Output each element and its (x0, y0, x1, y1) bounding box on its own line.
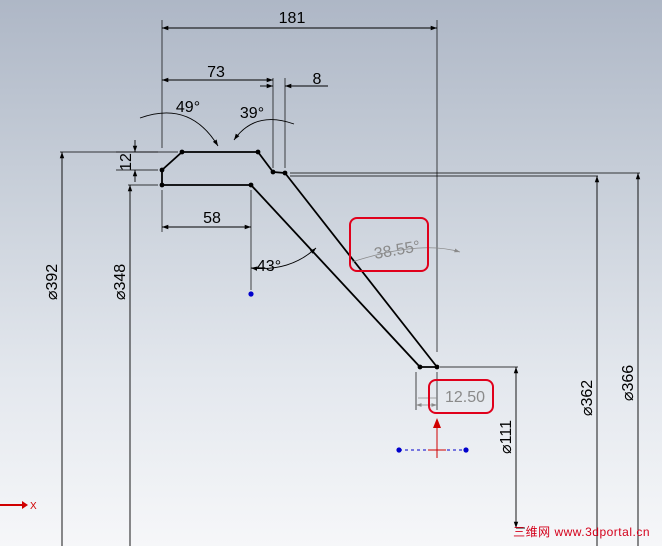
angle-39[interactable]: 39° (240, 105, 264, 122)
driven-dim-12-50[interactable]: 12.50 (445, 389, 485, 406)
dia-392[interactable]: ⌀392 (44, 264, 61, 300)
dim-181[interactable]: 181 (279, 10, 306, 27)
vertex-point[interactable] (282, 170, 288, 176)
vertex-point[interactable] (159, 167, 165, 173)
left-chamfer-line[interactable] (161, 151, 183, 171)
dim-12[interactable]: 12 (118, 153, 135, 171)
origin-symbol[interactable] (396, 418, 469, 458)
vertex-point[interactable] (434, 364, 440, 370)
x-axis-icon (0, 501, 28, 509)
extension-lines (60, 20, 640, 410)
dim-73[interactable]: 73 (207, 64, 225, 81)
vertex-point[interactable] (179, 149, 185, 155)
vertex-point[interactable] (248, 182, 254, 188)
sketch-points[interactable] (159, 149, 440, 370)
watermark: 三维网 www.3dportal.cn (513, 525, 650, 539)
dim-8[interactable]: 8 (313, 71, 322, 88)
right-chamfer-line[interactable] (257, 151, 274, 173)
vertex-point[interactable] (270, 169, 276, 175)
dim-58[interactable]: 58 (203, 210, 221, 227)
angle-49[interactable]: 49° (176, 99, 200, 116)
x-axis-label: X (30, 501, 37, 512)
dia-362[interactable]: ⌀362 (579, 380, 596, 416)
highlight-box-dimension (428, 379, 494, 414)
driven-dimensions (351, 247, 461, 407)
vertex-point[interactable] (417, 364, 423, 370)
vertex-point[interactable] (159, 182, 165, 188)
angle-43[interactable]: 43° (257, 258, 281, 275)
dia-111[interactable]: ⌀111 (498, 420, 515, 454)
dia-348[interactable]: ⌀348 (112, 264, 129, 300)
driven-angle-38-55[interactable]: 38.55° (373, 238, 422, 263)
vertex-point[interactable] (255, 149, 261, 155)
dia-366[interactable]: ⌀366 (620, 365, 637, 401)
profile-geometry[interactable] (161, 151, 438, 368)
highlight-box-angle (349, 217, 429, 272)
blue-sketch-point[interactable] (248, 291, 254, 297)
dimension-lines (59, 25, 641, 546)
lower-slant-line[interactable] (250, 184, 421, 368)
